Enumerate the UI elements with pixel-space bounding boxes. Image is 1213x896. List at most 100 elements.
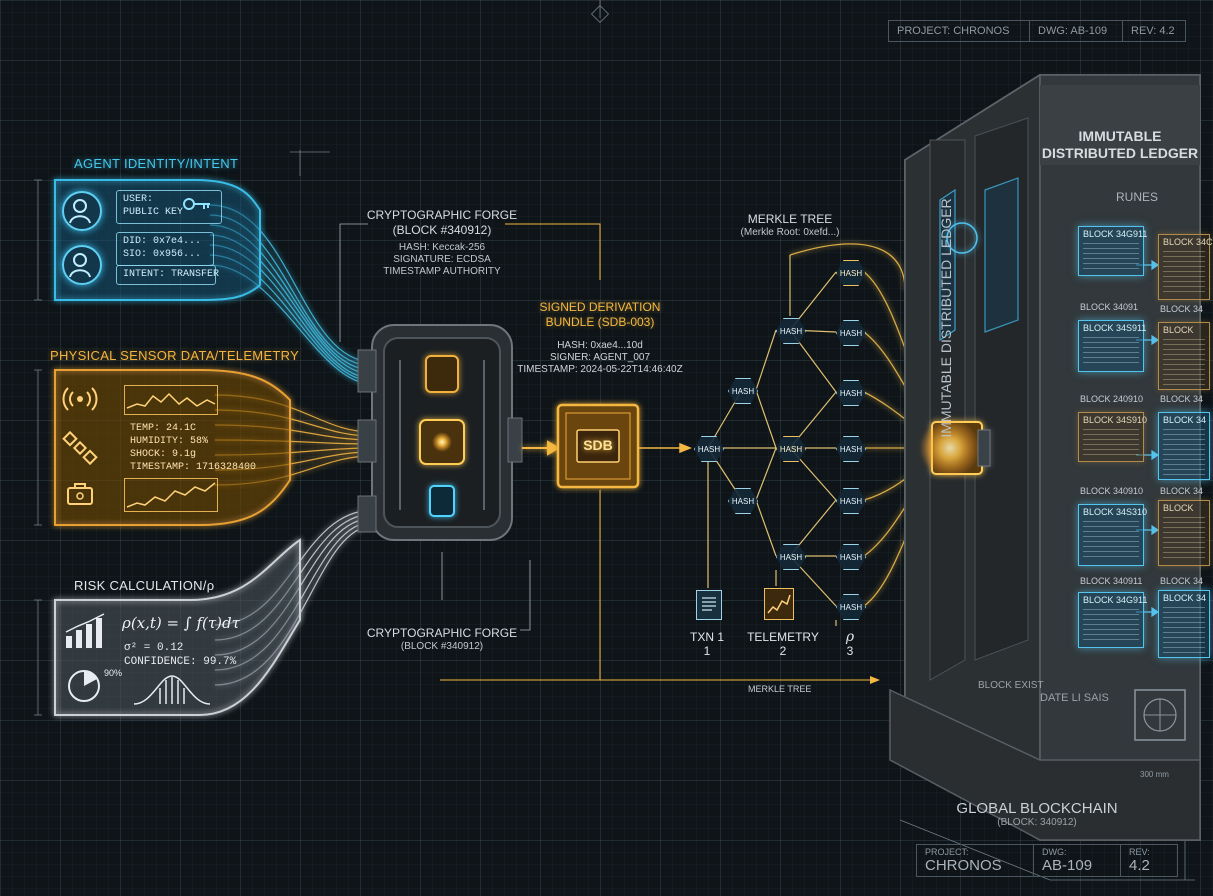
title-bottom-rev: 4.2	[1129, 857, 1150, 874]
sio-text: SIO: 0x956...	[123, 249, 202, 260]
package-icon	[66, 482, 94, 511]
ledger-block-right-3: BLOCK 34	[1158, 412, 1210, 480]
merkle-root: (Merkle Root: 0xefd...)	[740, 227, 840, 238]
sensor-heading: PHYSICAL SENSOR DATA/TELEMETRY	[50, 348, 300, 363]
forge-bottom-title: CRYPTOGRAPHIC FORGE	[366, 626, 518, 640]
ledger-block-right-2: BLOCK	[1158, 322, 1210, 390]
ledger-block-left-1: BLOCK 34G911	[1078, 226, 1148, 276]
ledger-dimension: 300 mm	[1140, 770, 1169, 779]
sdb-leaders	[440, 223, 870, 681]
title-project: PROJECT: CHRONOS	[889, 21, 1030, 41]
sdb-title1: SIGNED DERIVATION	[539, 300, 661, 314]
sdb-box	[556, 403, 640, 489]
ledger-block-left-5-label: BLOCK 34G911	[1083, 595, 1148, 605]
ledger-block-left-3: BLOCK 34S910	[1078, 412, 1148, 462]
user-key-box: USER: PUBLIC KEY	[116, 190, 222, 224]
ledger-block-right-4: BLOCK	[1158, 500, 1210, 566]
key-icon	[182, 196, 212, 217]
forge-signature: SIGNATURE: ECDSA	[393, 254, 491, 265]
ledger-block-left-2-label: BLOCK 34S911	[1083, 323, 1147, 333]
title-bottom-dwg-label: DWG:	[1042, 847, 1067, 857]
ledger-label-right-2: BLOCK 34	[1160, 394, 1204, 404]
merkle-node-l3-1: HASH	[836, 260, 866, 286]
agent-panel-shape	[54, 179, 261, 301]
did-box: DID: 0x7e4... SIO: 0x956...	[116, 232, 214, 266]
leaf-telemetry-name: TELEMETRY	[747, 630, 819, 644]
user-line2: PUBLIC KEY	[123, 207, 184, 218]
did-text: DID: 0x7e4...	[123, 236, 202, 247]
telemetry-chart-icon	[764, 588, 794, 620]
signal-icon	[62, 386, 98, 417]
ledger-socket	[920, 418, 991, 478]
sdb-timestamp: TIMESTAMP: 2024-05-22T14:46:40Z	[517, 364, 683, 375]
forge-top-label: CRYPTOGRAPHIC FORGE (BLOCK #340912) HASH…	[362, 208, 522, 278]
merkle-edges	[707, 255, 837, 626]
title-bottom-project: CHRONOS	[925, 857, 1002, 874]
ledger-block-arrows	[1136, 259, 1160, 618]
leaf-telemetry: TELEMETRY 2	[744, 630, 822, 658]
ledger-block-left-4: BLOCK 34S310	[1078, 504, 1148, 566]
satellite-icon	[62, 430, 98, 469]
merkle-bottom-label: MERKLE TREE	[748, 684, 812, 694]
leaf-telemetry-num: 2	[779, 644, 787, 658]
merkle-title-block: MERKLE TREE (Merkle Root: 0xefd...)	[720, 212, 860, 239]
leaf-rho: ρ 3	[832, 630, 868, 658]
ledger-label-right-1: BLOCK 34	[1160, 304, 1204, 314]
ledger-base-text-2: DATE LI SAIS	[1040, 692, 1109, 704]
risk-panel-shape	[54, 538, 301, 716]
risk-sigma: σ² = 0.12	[124, 642, 184, 654]
ledger-block-left-1-label: BLOCK 34G911	[1083, 229, 1148, 239]
ledger-label-left-4: BLOCK 340911	[1080, 576, 1143, 586]
risk-confidence: CONFIDENCE: 99.7%	[124, 656, 237, 668]
merkle-node-l3-5: HASH	[836, 488, 866, 514]
ledger-label-left-1: BLOCK 34091	[1080, 302, 1139, 312]
merkle-node-l1-bottom: HASH	[728, 488, 758, 514]
ledger-runes: RUNES	[1116, 190, 1159, 204]
forge-leaders	[339, 223, 531, 631]
ledger-label-left-3: BLOCK 340910	[1080, 486, 1144, 496]
merkle-bottom-arrow	[870, 676, 880, 684]
ledger-block-left-2: BLOCK 34S911	[1078, 320, 1147, 372]
sensor-temp: TEMP: 24.1C	[130, 423, 197, 434]
ledger-base-text-1: BLOCK EXIST	[978, 680, 1044, 691]
ledger-label-left-2: BLOCK 240910	[1080, 394, 1144, 404]
risk-pie-label: 90%	[104, 668, 123, 678]
ledger-title: IMMUTABLE DISTRIBUTED LEDGER	[1040, 128, 1200, 162]
sdb-to-merkle	[638, 442, 693, 454]
cryptographic-forge-device	[357, 324, 523, 541]
identity-avatar-icon	[62, 245, 102, 285]
merkle-node-l1-top: HASH	[728, 378, 758, 404]
ledger-block-left-4-label: BLOCK 34S310	[1083, 507, 1148, 517]
title-rev: REV: 4.2	[1131, 25, 1175, 37]
sensor-chart-icon	[124, 385, 218, 415]
forge-authority: TIMESTAMP AUTHORITY	[383, 266, 501, 277]
leaf-rho-name: ρ	[845, 629, 855, 645]
ledger-block-right-1-label: BLOCK 34C	[1163, 237, 1213, 247]
title-dwg: DWG: AB-109	[1030, 21, 1123, 41]
merkle-node-l3-2: HASH	[836, 320, 866, 346]
risk-formula: ρ(x,t) = ∫ f(τ)dτ	[122, 614, 240, 632]
pie-chart-icon	[66, 668, 102, 709]
merkle-node-l2-mid: HASH	[776, 436, 806, 462]
ledger-block-right-2-label: BLOCK	[1163, 325, 1194, 335]
global-title: GLOBAL BLOCKCHAIN	[956, 800, 1118, 817]
user-avatar-icon	[62, 191, 102, 231]
merkle-title: MERKLE TREE	[747, 212, 833, 226]
sensor-humidity: HUMIDITY: 58%	[130, 436, 209, 447]
merkle-node-l2-top: HASH	[776, 318, 806, 344]
ledger-block-left-3-label: BLOCK 34S910	[1083, 415, 1148, 425]
ledger-block-right-4-label: BLOCK	[1163, 503, 1194, 513]
title-block-bottom: PROJECT: CHRONOS DWG: AB-109 REV: 4.2	[916, 844, 1178, 877]
leaf-txn-num: 1	[703, 644, 711, 658]
agent-heading: AGENT IDENTITY/INTENT	[74, 156, 239, 171]
title-bottom-project-label: PROJECT:	[925, 847, 969, 857]
sdb-title: SIGNED DERIVATION BUNDLE (SDB-003)	[530, 300, 670, 330]
ledger-block-right-5: BLOCK 34	[1158, 590, 1210, 658]
txn-document-icon	[696, 590, 722, 620]
sdb-details: HASH: 0xae4...10d SIGNER: AGENT_007 TIME…	[500, 340, 700, 376]
global-sub: (BLOCK: 340912)	[997, 817, 1077, 828]
leaf-txn: TXN 1 1	[680, 630, 734, 658]
risk-heading: RISK CALCULATION/ρ	[74, 578, 215, 593]
leaf-rho-num: 3	[846, 644, 854, 658]
forge-top-title1: CRYPTOGRAPHIC FORGE	[366, 208, 518, 222]
